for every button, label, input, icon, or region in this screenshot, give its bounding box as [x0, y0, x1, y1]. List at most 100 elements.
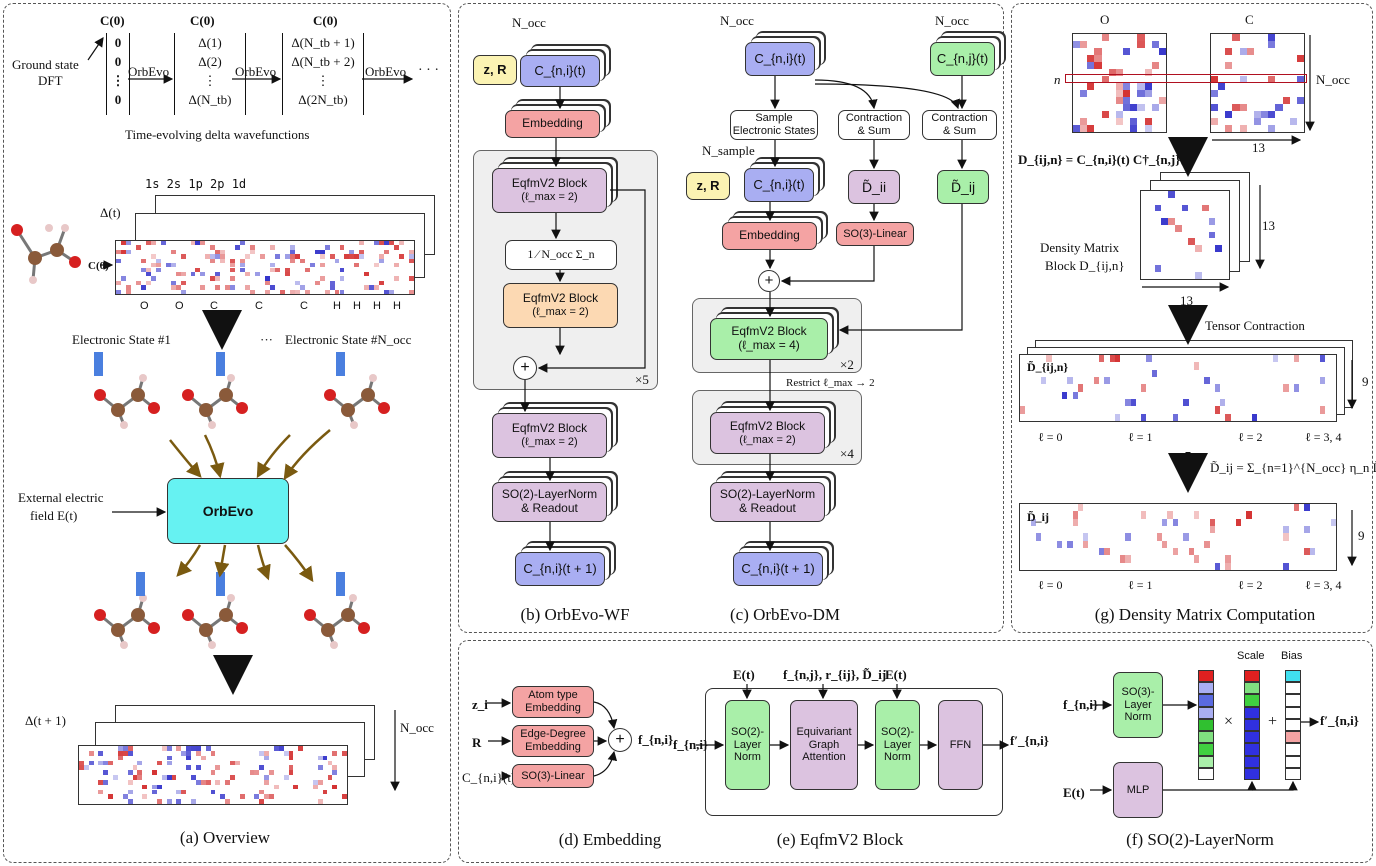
heat-cell — [1137, 104, 1145, 111]
wf-output-box: C_{n,i}(t + 1) — [515, 552, 605, 586]
g-eq2: D̃_ij = Σ_{n=1}^{N_occ} η_n D̃_{ij,n} — [1210, 460, 1376, 475]
norm-cell — [1244, 706, 1260, 719]
heat-cell — [145, 271, 151, 277]
heat-cell — [1253, 118, 1262, 125]
emb-plus-node: + — [608, 728, 632, 752]
heat-cell — [1211, 104, 1219, 111]
heat-cell — [225, 779, 231, 785]
heat-cell — [79, 760, 84, 766]
heat-cell — [409, 249, 414, 255]
state-bar — [94, 352, 103, 376]
heat-cell — [150, 254, 156, 259]
emb-r: R — [472, 735, 482, 750]
g-row-highlight — [1065, 74, 1307, 83]
heat-cell — [399, 241, 405, 246]
heat-cell — [156, 760, 162, 766]
heat-cell — [339, 289, 345, 294]
heat-cell — [1130, 118, 1138, 125]
heat-cell — [1320, 355, 1326, 363]
heat-cell — [1193, 362, 1200, 370]
norm-cell — [1285, 743, 1301, 756]
heat-cell — [1289, 118, 1297, 125]
heat-cell — [1080, 118, 1088, 125]
heat-cell — [1151, 41, 1159, 48]
norm-cell — [1285, 755, 1301, 768]
heat-cell — [1225, 111, 1233, 118]
heat-cell — [283, 750, 289, 756]
dm-eqfm-block-4: EqfmV2 Block (ℓ_max = 4) — [710, 318, 828, 360]
g-l2: ℓ = 2 — [1238, 430, 1263, 444]
heat-cell — [334, 289, 340, 294]
wf-x5: ×5 — [635, 372, 649, 387]
g-n-label: n — [1054, 72, 1061, 87]
heat-cell — [259, 789, 265, 795]
eqfm-ffn: FFN — [938, 700, 983, 790]
heat-cell — [1172, 413, 1178, 421]
heat-cell — [127, 750, 133, 756]
state-bar — [136, 572, 145, 596]
dm-contract-2b: & Sum — [942, 125, 976, 137]
heat-cell — [170, 249, 176, 255]
molecule-row-top — [88, 350, 418, 440]
heat-cell — [155, 263, 161, 268]
eqfm-so2-norm-2: SO(2)- Layer Norm — [875, 700, 920, 790]
heat-cell — [1020, 406, 1026, 414]
heat-cell — [186, 746, 192, 751]
heat-cell — [1268, 76, 1276, 83]
heat-cell — [1161, 218, 1169, 225]
heat-cell — [1115, 111, 1124, 118]
g-l1: ℓ = 1 — [1128, 430, 1153, 444]
g-o-label: O — [1100, 12, 1110, 27]
norm-cell — [1244, 694, 1260, 707]
g-dm-block-1: Density Matrix — [1040, 240, 1120, 255]
norm-cell — [1198, 694, 1214, 707]
heat-cell — [329, 254, 335, 259]
heat-cell — [1115, 97, 1124, 104]
heat-cell — [274, 267, 280, 272]
nocc-overview: N_occ — [400, 720, 434, 735]
heat-cell — [354, 263, 360, 268]
heat-cell — [278, 746, 284, 751]
heat-cell — [140, 258, 146, 264]
heat-cell — [259, 765, 265, 771]
heat-cell — [359, 249, 365, 255]
dm-x4: ×4 — [840, 446, 854, 461]
heat-cell — [190, 271, 196, 277]
dm-contract-box-1: Contraction & Sum — [838, 110, 910, 140]
heat-cell — [166, 775, 172, 780]
heat-cell — [98, 750, 104, 756]
heat-cell — [1144, 69, 1152, 76]
heat-cell — [1320, 377, 1326, 385]
heat-cell — [1283, 384, 1289, 392]
heat-cell — [113, 775, 118, 780]
dm-cni-box: C_{n,i}(t) — [745, 42, 815, 76]
heat-cell — [289, 254, 295, 259]
heat-cell — [160, 241, 166, 246]
heat-cell — [191, 775, 196, 780]
heat-cell — [1188, 238, 1196, 246]
g-dij-label: D̃_ij — [1027, 510, 1049, 524]
heat-cell — [1181, 204, 1189, 212]
heat-cell — [389, 241, 395, 246]
heat-cell — [1083, 540, 1089, 548]
ln-feature-column — [1198, 670, 1214, 780]
heat-cell — [180, 271, 186, 277]
heat-cell — [379, 258, 385, 264]
heat-cell — [1158, 97, 1166, 104]
heat-cell — [317, 799, 323, 804]
g-eq1: D_{ij,n} = C_{n,i}(t) C†_{n,j}(t) — [1018, 152, 1194, 167]
g-dm-block-2: Block D_{ij,n} — [1045, 258, 1125, 273]
heat-cell — [117, 750, 123, 756]
heat-cell — [322, 789, 328, 795]
heat-cell — [125, 241, 131, 246]
caption-b: (b) OrbEvo-WF — [520, 605, 630, 624]
heat-cell — [122, 794, 128, 800]
wf-eqfm2-lmax: (ℓ_max = 2) — [532, 306, 589, 319]
g-13-c: 13 — [1180, 293, 1193, 308]
vec1-0: 0 — [114, 35, 122, 50]
heat-cell — [1304, 526, 1310, 534]
heat-cell — [191, 799, 196, 804]
heat-cell — [255, 271, 261, 277]
norm-cell — [1285, 670, 1301, 683]
heat-cell — [354, 254, 360, 259]
